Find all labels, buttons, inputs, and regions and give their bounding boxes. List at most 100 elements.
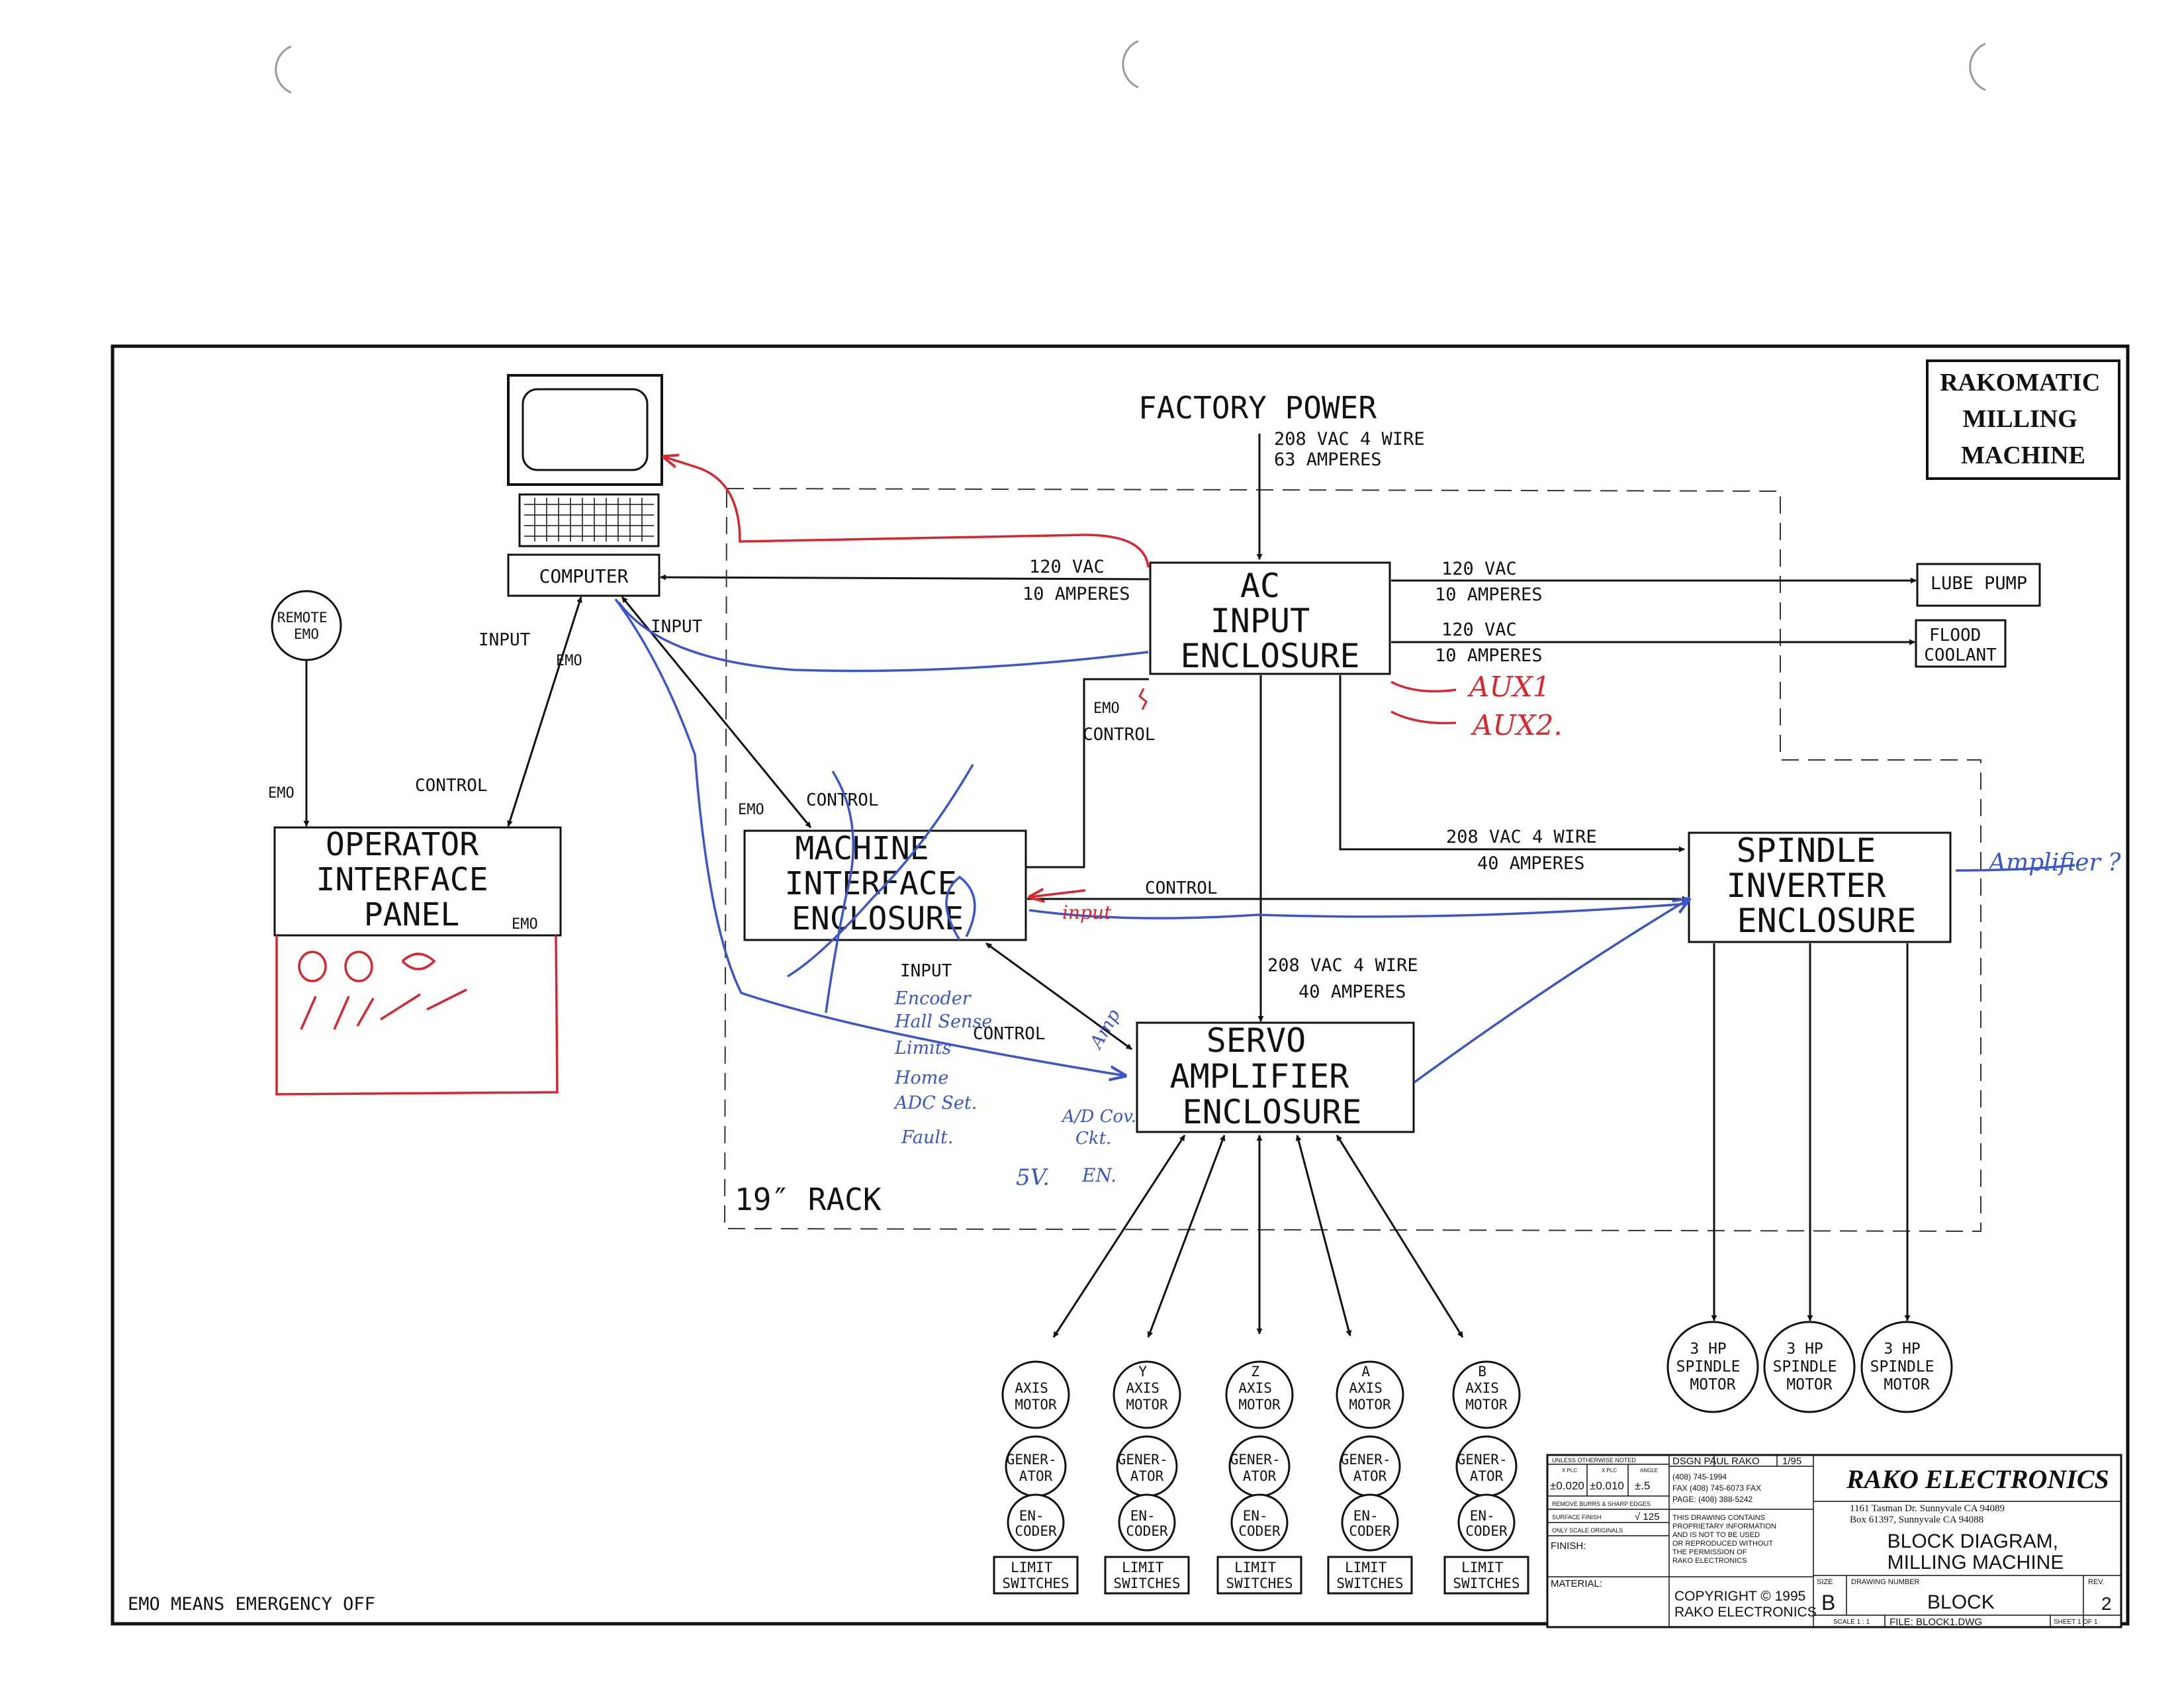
tolerance-header: UNLESS OTHERWISE NOTED <box>1552 1457 1636 1464</box>
binder-hole-icon <box>1122 40 1139 89</box>
proprietary-notice: THIS DRAWING CONTAINS PROPRIETARY INFORM… <box>1672 1514 1778 1565</box>
y-axis-limit-switches <box>1104 1556 1190 1595</box>
svg-text:LIMIT SWITCHES: LIMIT SWITCHES <box>1226 1560 1293 1591</box>
svg-text:EN- CODER: EN- CODER <box>1015 1508 1057 1539</box>
control-label: CONTROL <box>806 790 879 810</box>
emo-label: EMO <box>1093 700 1120 717</box>
ac-input-label: AC INPUT ENCLOSURE <box>1181 567 1360 675</box>
svg-text:3 HP SPINDLE MOTOR: 3 HP SPINDLE MOTOR <box>1676 1340 1750 1393</box>
control-label: CONTROL <box>973 1024 1046 1044</box>
scale-note: ONLY SCALE ORIGINALS <box>1552 1527 1623 1534</box>
spindle-inverter-enclosure <box>1688 831 1952 943</box>
control-label: CONTROL <box>1145 878 1218 898</box>
axis-column-z: Z AXIS MOTOR GENER- ATOR EN- CODER LIMIT… <box>1216 1360 1302 1595</box>
b-axis-encoder <box>1457 1493 1516 1552</box>
rack-outline <box>723 487 1981 1233</box>
svg-text:Y AXIS MOTOR: Y AXIS MOTOR <box>1126 1364 1168 1413</box>
drawing-number: BLOCK <box>1927 1591 1995 1613</box>
flood-power-volts: 120 VAC <box>1441 620 1517 640</box>
lube-power-volts: 120 VAC <box>1441 559 1517 579</box>
z-axis-encoder <box>1230 1493 1289 1552</box>
input-label: INPUT <box>900 961 952 981</box>
y-axis-motor <box>1113 1360 1181 1429</box>
scale-value: SCALE 1 : 1 <box>1833 1618 1870 1626</box>
a-axis-limit-switches <box>1327 1556 1413 1595</box>
en-note: EN. <box>1081 1164 1116 1186</box>
control-label: CONTROL <box>1083 725 1156 745</box>
b-axis-limit-switches <box>1443 1556 1529 1595</box>
svg-text:AXIS MOTOR: AXIS MOTOR <box>1015 1380 1057 1413</box>
svg-text:A AXIS MOTOR: A AXIS MOTOR <box>1349 1364 1391 1413</box>
svg-text:3 HP SPINDLE MOTOR: 3 HP SPINDLE MOTOR <box>1773 1340 1846 1393</box>
finish-label: FINISH: <box>1551 1540 1586 1552</box>
remote-emo-label: REMOTE EMO <box>277 610 336 642</box>
machine-servo-link <box>985 942 1132 1051</box>
computer-monitor-icon <box>507 374 663 486</box>
machine-interface-label: MACHINE INTERFACE ENCLOSURE <box>785 830 976 937</box>
drawing-number-label: DRAWING NUMBER <box>1851 1578 1920 1586</box>
svg-text:3 HP SPINDLE MOTOR: 3 HP SPINDLE MOTOR <box>1870 1340 1944 1393</box>
spindle-motor: 3 HP SPINDLE MOTOR <box>1666 1321 1759 1413</box>
control-label: CONTROL <box>415 776 488 796</box>
axis-column-a: A AXIS MOTOR GENER- ATOR EN- CODER LIMIT… <box>1327 1360 1413 1595</box>
spindle-power-line <box>1339 675 1685 853</box>
size-value: B <box>1821 1591 1835 1615</box>
svg-text:LIMIT SWITCHES: LIMIT SWITCHES <box>1002 1560 1069 1591</box>
factory-power-label: FACTORY POWER <box>1138 390 1377 426</box>
svg-text:EN- CODER: EN- CODER <box>1349 1508 1391 1539</box>
factory-power-spec: 208 VAC 4 WIRE <box>1274 429 1425 449</box>
b-axis-motor <box>1452 1360 1521 1429</box>
five-volt-note: 5V. <box>1016 1164 1050 1191</box>
drawing-title-block: BLOCK DIAGRAM, MILLING MACHINE <box>1888 1530 2064 1573</box>
computer-power-amps: 10 AMPERES <box>1023 584 1130 604</box>
spindle-power-spec: 208 VAC 4 WIRE <box>1446 827 1597 847</box>
svg-text:EN- CODER: EN- CODER <box>1126 1508 1168 1539</box>
lube-pump-label: LUBE PUMP <box>1931 573 2027 594</box>
axis-motor <box>1001 1360 1070 1429</box>
svg-text:GENER- ATOR: GENER- ATOR <box>1007 1452 1066 1484</box>
handwritten-annotations <box>614 457 2075 1084</box>
flood-coolant-box <box>1915 619 2007 668</box>
operator-interface-panel <box>273 826 562 937</box>
servo-power-amps: 40 AMPERES <box>1298 982 1406 1002</box>
a-axis-motor <box>1336 1360 1404 1429</box>
phone-numbers: (408) 745-1994 FAX (408) 745-6073 FAX PA… <box>1672 1472 1763 1504</box>
svg-text:EN- CODER: EN- CODER <box>1465 1508 1508 1539</box>
rev-value: 2 <box>2101 1593 2112 1614</box>
remote-emo-switch <box>271 590 342 661</box>
input-note: input <box>1062 902 1112 923</box>
ac-input-enclosure <box>1149 561 1391 675</box>
svg-text:B AXIS MOTOR: B AXIS MOTOR <box>1465 1364 1508 1413</box>
computer-label: COMPUTER <box>539 565 629 587</box>
sheet-number: SHEET 1 OF 1 <box>2054 1618 2098 1626</box>
servo-amplifier-label: SERVO AMPLIFIER ENCLOSURE <box>1169 1021 1369 1131</box>
panel-emo-label: EMO <box>512 916 538 933</box>
svg-text:GENER- ATOR: GENER- ATOR <box>1457 1452 1516 1484</box>
drawing-border <box>111 344 2130 1626</box>
input-label: INPUT <box>651 617 703 637</box>
computer-machine-link <box>621 596 812 828</box>
input-label: INPUT <box>478 630 531 650</box>
size-label: SIZE <box>1817 1578 1833 1586</box>
binder-hole-icon <box>275 45 292 94</box>
spindle-inverter-label: SPINDLE INVERTER ENCLOSURE <box>1727 831 1917 940</box>
axis-column: AXIS MOTOR GENER- ATOR EN- CODER LIMIT S… <box>993 1360 1079 1595</box>
computer-power-line <box>660 574 1150 581</box>
spindle-motor-links <box>1711 943 1911 1321</box>
computer-box <box>507 553 660 597</box>
y-axis-encoder <box>1118 1493 1176 1552</box>
surface-finish-label: SURFACE FINISH <box>1552 1514 1602 1521</box>
lube-power-amps: 10 AMPERES <box>1435 585 1543 605</box>
binder-hole-icon <box>1969 42 1986 91</box>
svg-text:LIMIT SWITCHES: LIMIT SWITCHES <box>1453 1560 1520 1591</box>
emo-label: EMO <box>738 802 764 818</box>
aux2-note: AUX2. <box>1470 709 1563 741</box>
emo-label: EMO <box>268 785 295 802</box>
svg-text:EN- CODER: EN- CODER <box>1238 1508 1281 1539</box>
servo-axis-links <box>1052 1135 1464 1338</box>
svg-text:GENER- ATOR: GENER- ATOR <box>1230 1452 1289 1484</box>
flood-power-amps: 10 AMPERES <box>1435 645 1543 666</box>
tolerance-values: ±0.020 ±0.010 ±.5 <box>1550 1479 1651 1492</box>
operator-panel-label: OPERATOR INTERFACE PANEL <box>316 826 508 933</box>
